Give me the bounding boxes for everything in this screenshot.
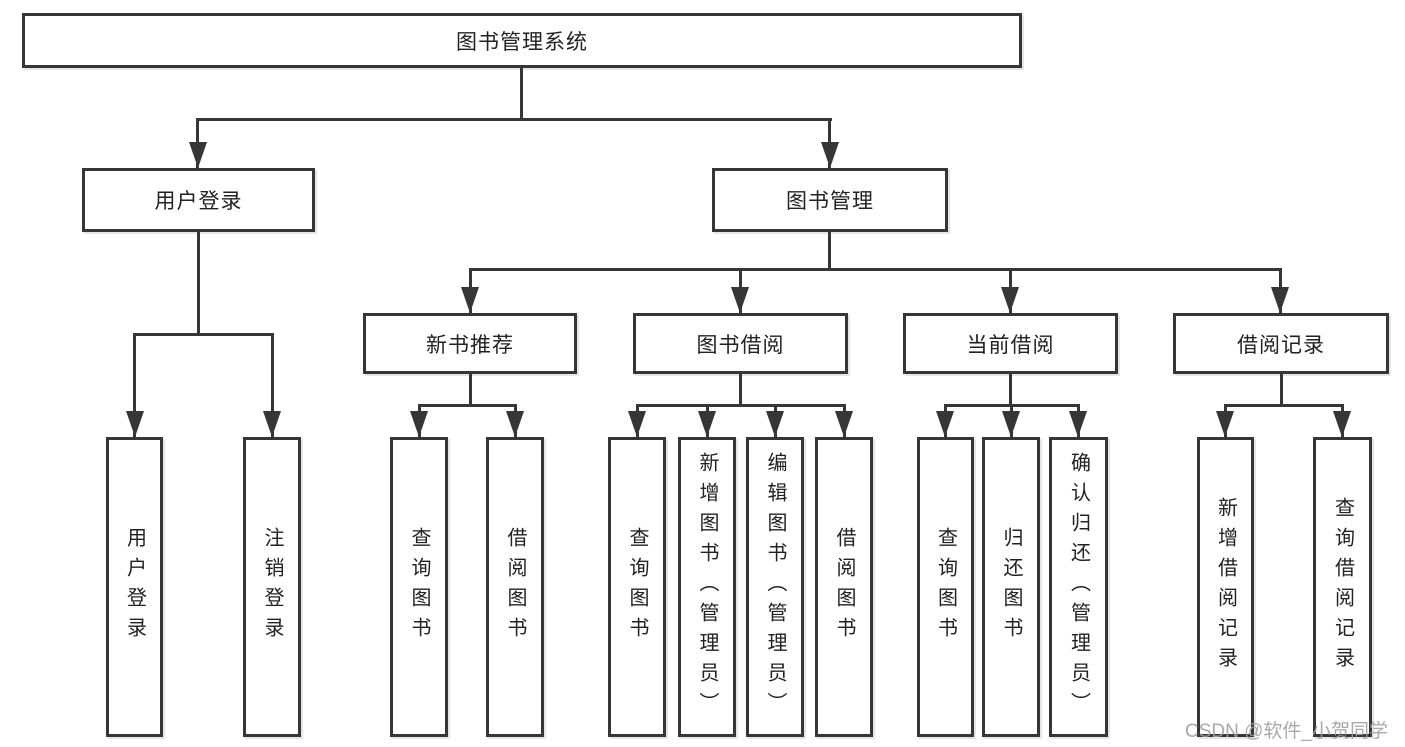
leaf-logout: 注销登录 [243, 437, 301, 737]
arrowhead-down-icon [766, 411, 784, 437]
leaf-add-books-admin-label: 新增图书（管理员） [696, 452, 718, 722]
arrowhead-down-icon [698, 411, 716, 437]
arrowhead-down-icon [731, 287, 749, 313]
leaf-query-books-current: 查询图书 [917, 437, 974, 737]
leaf-user-login-label: 用户登录 [123, 527, 146, 647]
leaf-return-books-label: 归还图书 [1000, 527, 1022, 647]
leaf-add-borrow-record-label: 新增借阅记录 [1214, 497, 1237, 677]
leaf-query-books-borrow-label: 查询图书 [626, 527, 648, 647]
leaf-borrow-books-label: 借阅图书 [833, 527, 855, 647]
connector-book-mgmt-stem [828, 232, 831, 270]
arrowhead-down-icon [936, 411, 954, 437]
csdn-watermark: CSDN @软件_小贺同学 [1185, 721, 1388, 742]
leaf-return-books: 归还图书 [982, 437, 1040, 737]
arrowhead-down-icon [1271, 287, 1289, 313]
node-user-login-label: 用户登录 [154, 190, 243, 213]
node-book-borrow-label: 图书借阅 [696, 333, 785, 357]
connector-root-stem [520, 66, 523, 121]
connector-book-mgmt-rail [469, 268, 1282, 271]
leaf-query-books-borrow: 查询图书 [608, 437, 666, 737]
arrowhead-down-icon [410, 411, 428, 437]
leaf-borrow-books-recommend-label: 借阅图书 [504, 527, 526, 647]
arrowhead-down-icon [628, 411, 646, 437]
arrowhead-down-icon [126, 411, 144, 437]
leaf-query-books-recommend-label: 查询图书 [408, 527, 430, 647]
leaf-borrow-books-recommend: 借阅图书 [486, 437, 544, 737]
connector-rail [1224, 404, 1344, 407]
connector-stem [469, 374, 472, 407]
arrowhead-down-icon [1216, 411, 1234, 437]
leaf-query-borrow-record: 查询借阅记录 [1313, 437, 1372, 737]
node-root-label: 图书管理系统 [456, 30, 588, 54]
arrowhead-down-icon [1002, 411, 1020, 437]
connector-leaf-drop [133, 333, 136, 437]
leaf-borrow-books: 借阅图书 [815, 437, 873, 737]
node-borrow-records: 借阅记录 [1173, 313, 1389, 374]
arrowhead-down-icon [821, 142, 839, 168]
leaf-query-books-recommend: 查询图书 [390, 437, 448, 737]
node-current-borrow: 当前借阅 [903, 313, 1118, 374]
connector-stem [1280, 374, 1283, 407]
arrowhead-down-icon [1069, 411, 1087, 437]
leaf-confirm-return-admin-label: 确认归还（管理员） [1067, 452, 1090, 722]
leaf-query-books-current-label: 查询图书 [934, 527, 957, 647]
arrowhead-down-icon [1001, 287, 1019, 313]
arrowhead-down-icon [461, 287, 479, 313]
arrowhead-down-icon [1333, 411, 1351, 437]
node-current-borrow-label: 当前借阅 [966, 333, 1055, 357]
connector-leaf-drop [271, 333, 274, 437]
leaf-user-login: 用户登录 [106, 437, 163, 737]
leaf-add-books-admin: 新增图书（管理员） [678, 437, 736, 737]
node-root: 图书管理系统 [22, 13, 1022, 68]
node-book-borrow: 图书借阅 [633, 313, 848, 374]
connector-stem [1009, 374, 1012, 407]
arrowhead-down-icon [506, 411, 524, 437]
node-user-login: 用户登录 [82, 168, 315, 232]
leaf-query-borrow-record-label: 查询借阅记录 [1331, 497, 1354, 677]
node-new-book-recommend: 新书推荐 [363, 313, 577, 374]
connector-stem [739, 374, 742, 407]
leaf-add-borrow-record: 新增借阅记录 [1197, 437, 1254, 737]
connector-rail [636, 404, 846, 407]
leaf-confirm-return-admin: 确认归还（管理员） [1049, 437, 1108, 737]
arrowhead-down-icon [263, 411, 281, 437]
node-book-management: 图书管理 [712, 168, 948, 232]
connector-root-rail [196, 118, 832, 121]
leaf-logout-label: 注销登录 [261, 527, 283, 647]
leaf-edit-books-admin: 编辑图书（管理员） [746, 437, 804, 737]
node-book-management-label: 图书管理 [786, 190, 874, 213]
leaf-edit-books-admin-label: 编辑图书（管理员） [764, 452, 786, 722]
arrowhead-down-icon [189, 142, 207, 168]
node-new-book-recommend-label: 新书推荐 [426, 333, 514, 357]
connector-user-login-rail [133, 333, 274, 336]
connector-user-login-stem [197, 232, 200, 336]
arrowhead-down-icon [835, 411, 853, 437]
node-borrow-records-label: 借阅记录 [1237, 333, 1325, 357]
connector-rail [418, 404, 517, 407]
